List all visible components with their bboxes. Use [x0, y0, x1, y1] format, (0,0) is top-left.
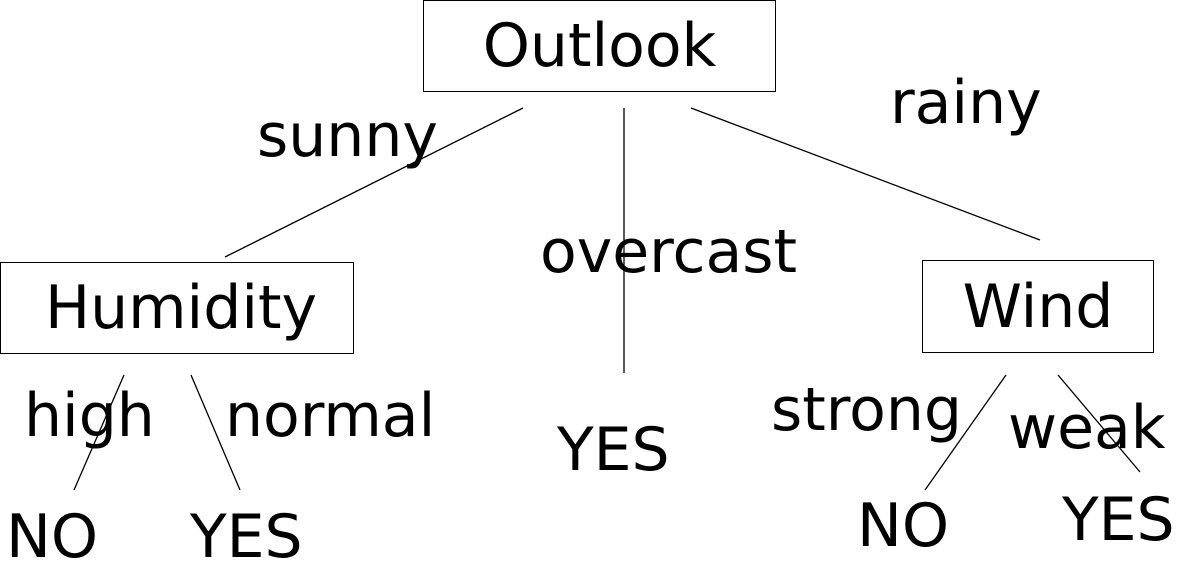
node-wind-label: Wind	[962, 271, 1114, 342]
edge-wind-weak	[1057, 374, 1141, 473]
branch-label-sunny: sunny	[257, 101, 438, 171]
leaf-weak-yes: YES	[1062, 485, 1175, 555]
branch-label-rainy: rainy	[890, 68, 1042, 138]
edge-wind-strong	[924, 374, 1007, 491]
edge-outlook-sunny	[224, 107, 524, 258]
branch-label-normal: normal	[225, 381, 436, 451]
branch-label-overcast: overcast	[540, 217, 798, 287]
edge-humidity-normal	[190, 374, 241, 491]
node-outlook: Outlook	[423, 0, 776, 92]
branch-label-high: high	[24, 381, 155, 451]
edge-humidity-high	[73, 374, 125, 491]
node-humidity: Humidity	[0, 262, 354, 354]
branch-label-strong: strong	[771, 375, 962, 445]
edge-outlook-rainy	[690, 107, 1041, 241]
leaf-high-no: NO	[6, 502, 99, 564]
leaf-strong-no: NO	[857, 491, 950, 561]
node-outlook-label: Outlook	[482, 11, 717, 81]
leaf-normal-yes: YES	[190, 502, 303, 564]
branch-label-weak: weak	[1008, 393, 1166, 463]
node-humidity-label: Humidity	[44, 273, 318, 343]
leaf-overcast-yes: YES	[557, 415, 670, 485]
node-wind: Wind	[922, 260, 1154, 353]
